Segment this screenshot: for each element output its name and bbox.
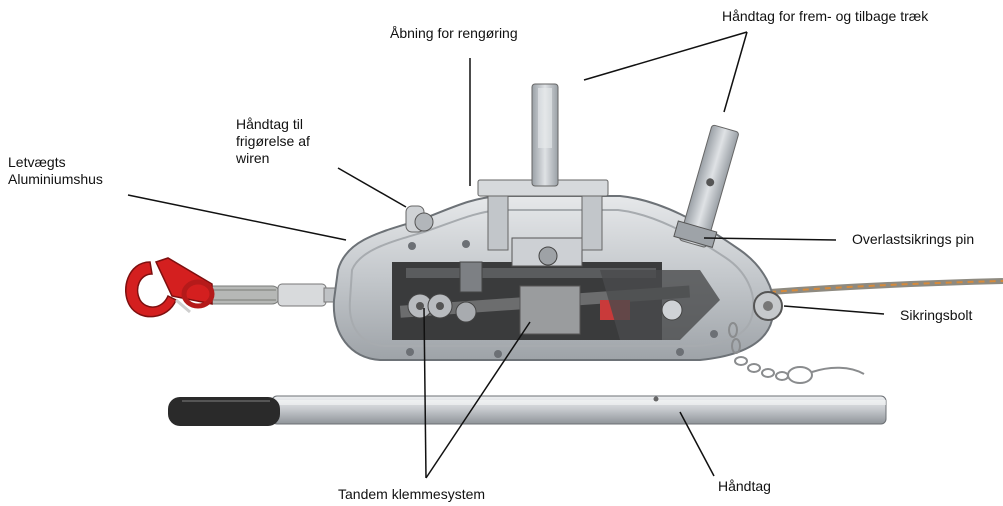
leader-haandtag-frem-left — [583, 31, 748, 81]
safety-chain — [728, 322, 865, 384]
lever-handle-right — [673, 124, 739, 249]
label-haandtag-frem-tilbage: Håndtag for frem- og tilbage træk — [722, 8, 929, 24]
hook-icon — [125, 257, 215, 318]
leader-haandtag-frem-right — [723, 31, 748, 113]
label-haandtag: Håndtag — [718, 478, 771, 494]
label-tandem-klemmesystem: Tandem klemmesystem — [338, 486, 486, 502]
lever-handle-left — [531, 83, 559, 187]
leader-haandtag — [679, 411, 715, 477]
leader-tandem-right — [425, 321, 531, 479]
leader-letvaegts — [127, 194, 347, 241]
leader-lines — [127, 31, 885, 479]
label-letvaegts-aluminiumshus: Letvægts Aluminiumshus — [8, 154, 103, 187]
safety-bolt — [753, 291, 783, 321]
wire-cable-right — [769, 278, 1003, 295]
leader-frigoerelse — [337, 167, 407, 208]
label-overlastsikrings-pin: Overlastsikrings pin — [852, 231, 975, 247]
aluminium-housing — [332, 179, 775, 361]
label-sikringsbolt: Sikringsbolt — [900, 307, 973, 323]
label-haandtag-frigoerelse: Håndtag til frigørelse af wiren — [236, 116, 310, 166]
leader-tandem-left — [423, 307, 427, 479]
label-aabning-for-rengoering: Åbning for rengøring — [390, 25, 518, 41]
handle-pipe — [168, 395, 887, 426]
leader-overlast — [703, 237, 837, 241]
wire-cable-left — [204, 283, 343, 307]
leader-sikringsbolt — [783, 305, 885, 315]
